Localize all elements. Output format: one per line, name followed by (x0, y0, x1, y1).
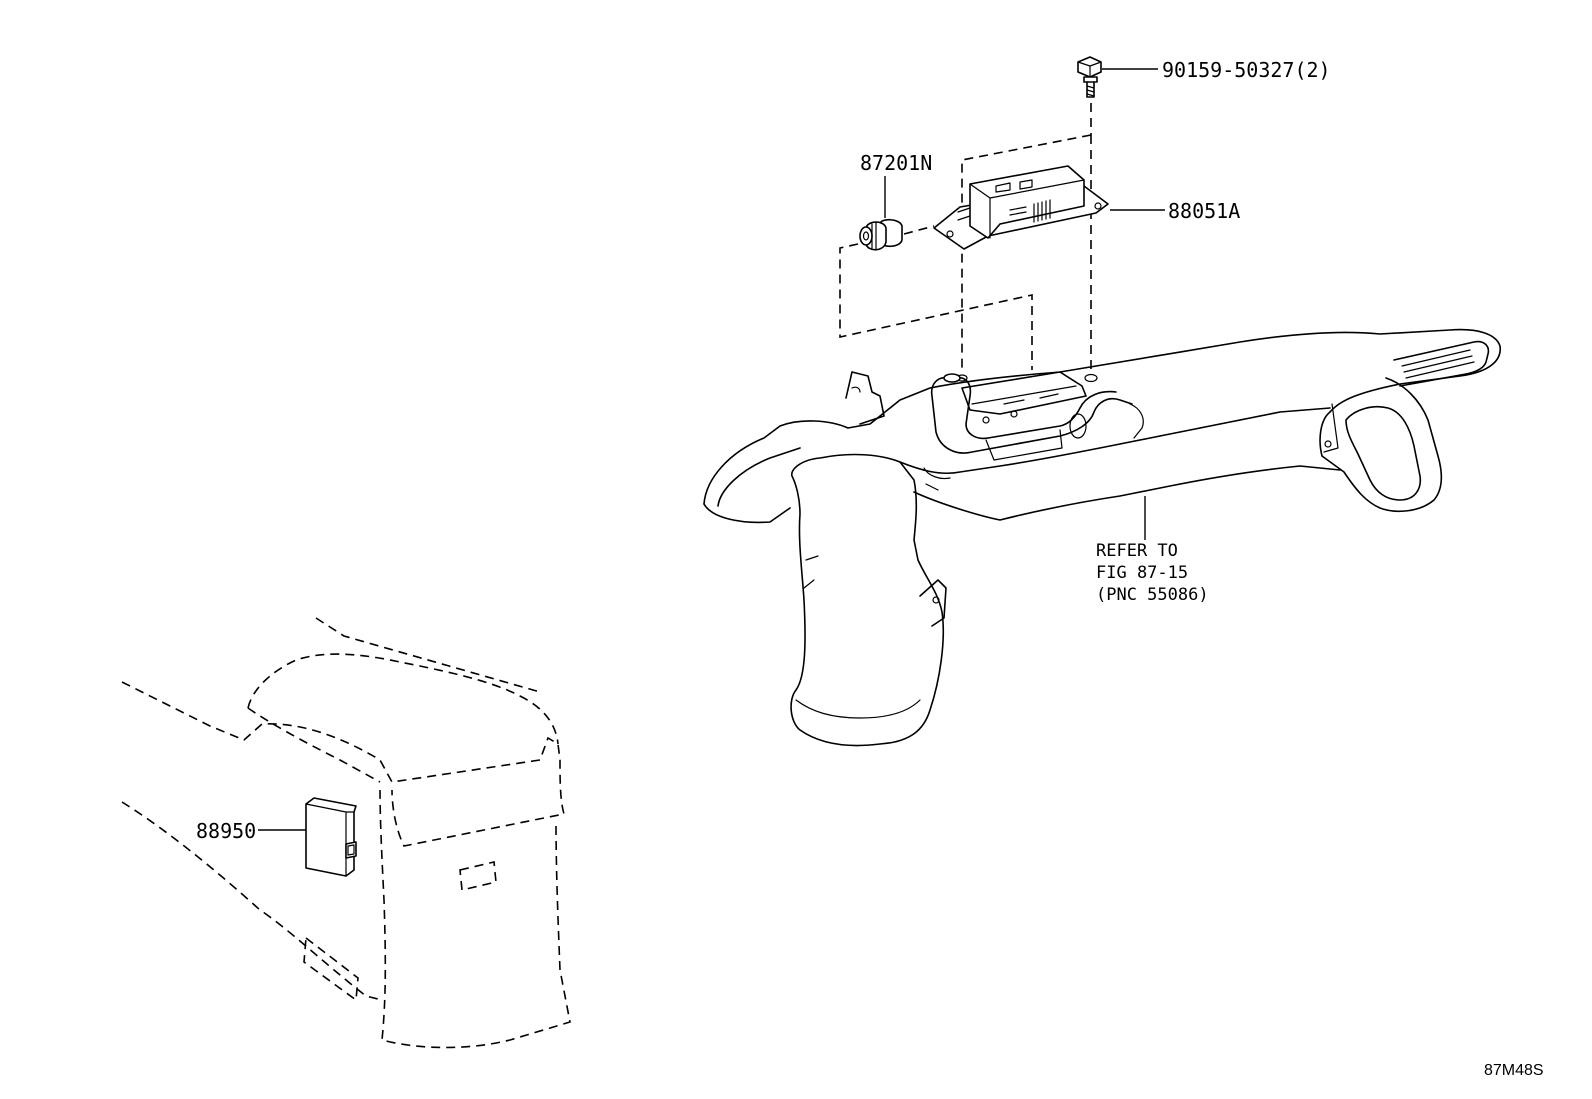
module-callout[interactable]: 88051A (1168, 199, 1240, 223)
clamp-callout[interactable]: 87201N (860, 151, 932, 175)
bolt-part[interactable] (1077, 56, 1102, 98)
receiver-callout[interactable]: 88950 (196, 819, 256, 843)
console-box (121, 617, 571, 1049)
clamp-part[interactable] (859, 218, 903, 251)
refer-note-line3: (PNC 55086) (1096, 585, 1209, 605)
receiver-part[interactable] (305, 797, 357, 877)
refer-note-line2: FIG 87-15 (1096, 563, 1188, 583)
bolt-callout[interactable]: 90159-50327(2) (1162, 58, 1331, 82)
figure-id: 87M48S (1484, 1062, 1544, 1079)
clamp-dash-a (903, 225, 935, 235)
bolt-assembly-dash (961, 103, 1092, 370)
module-part[interactable] (933, 165, 1109, 250)
air-duct-assembly (703, 328, 1501, 747)
clamp-dash-b (839, 243, 1033, 370)
refer-note-line1: REFER TO (1096, 541, 1178, 561)
